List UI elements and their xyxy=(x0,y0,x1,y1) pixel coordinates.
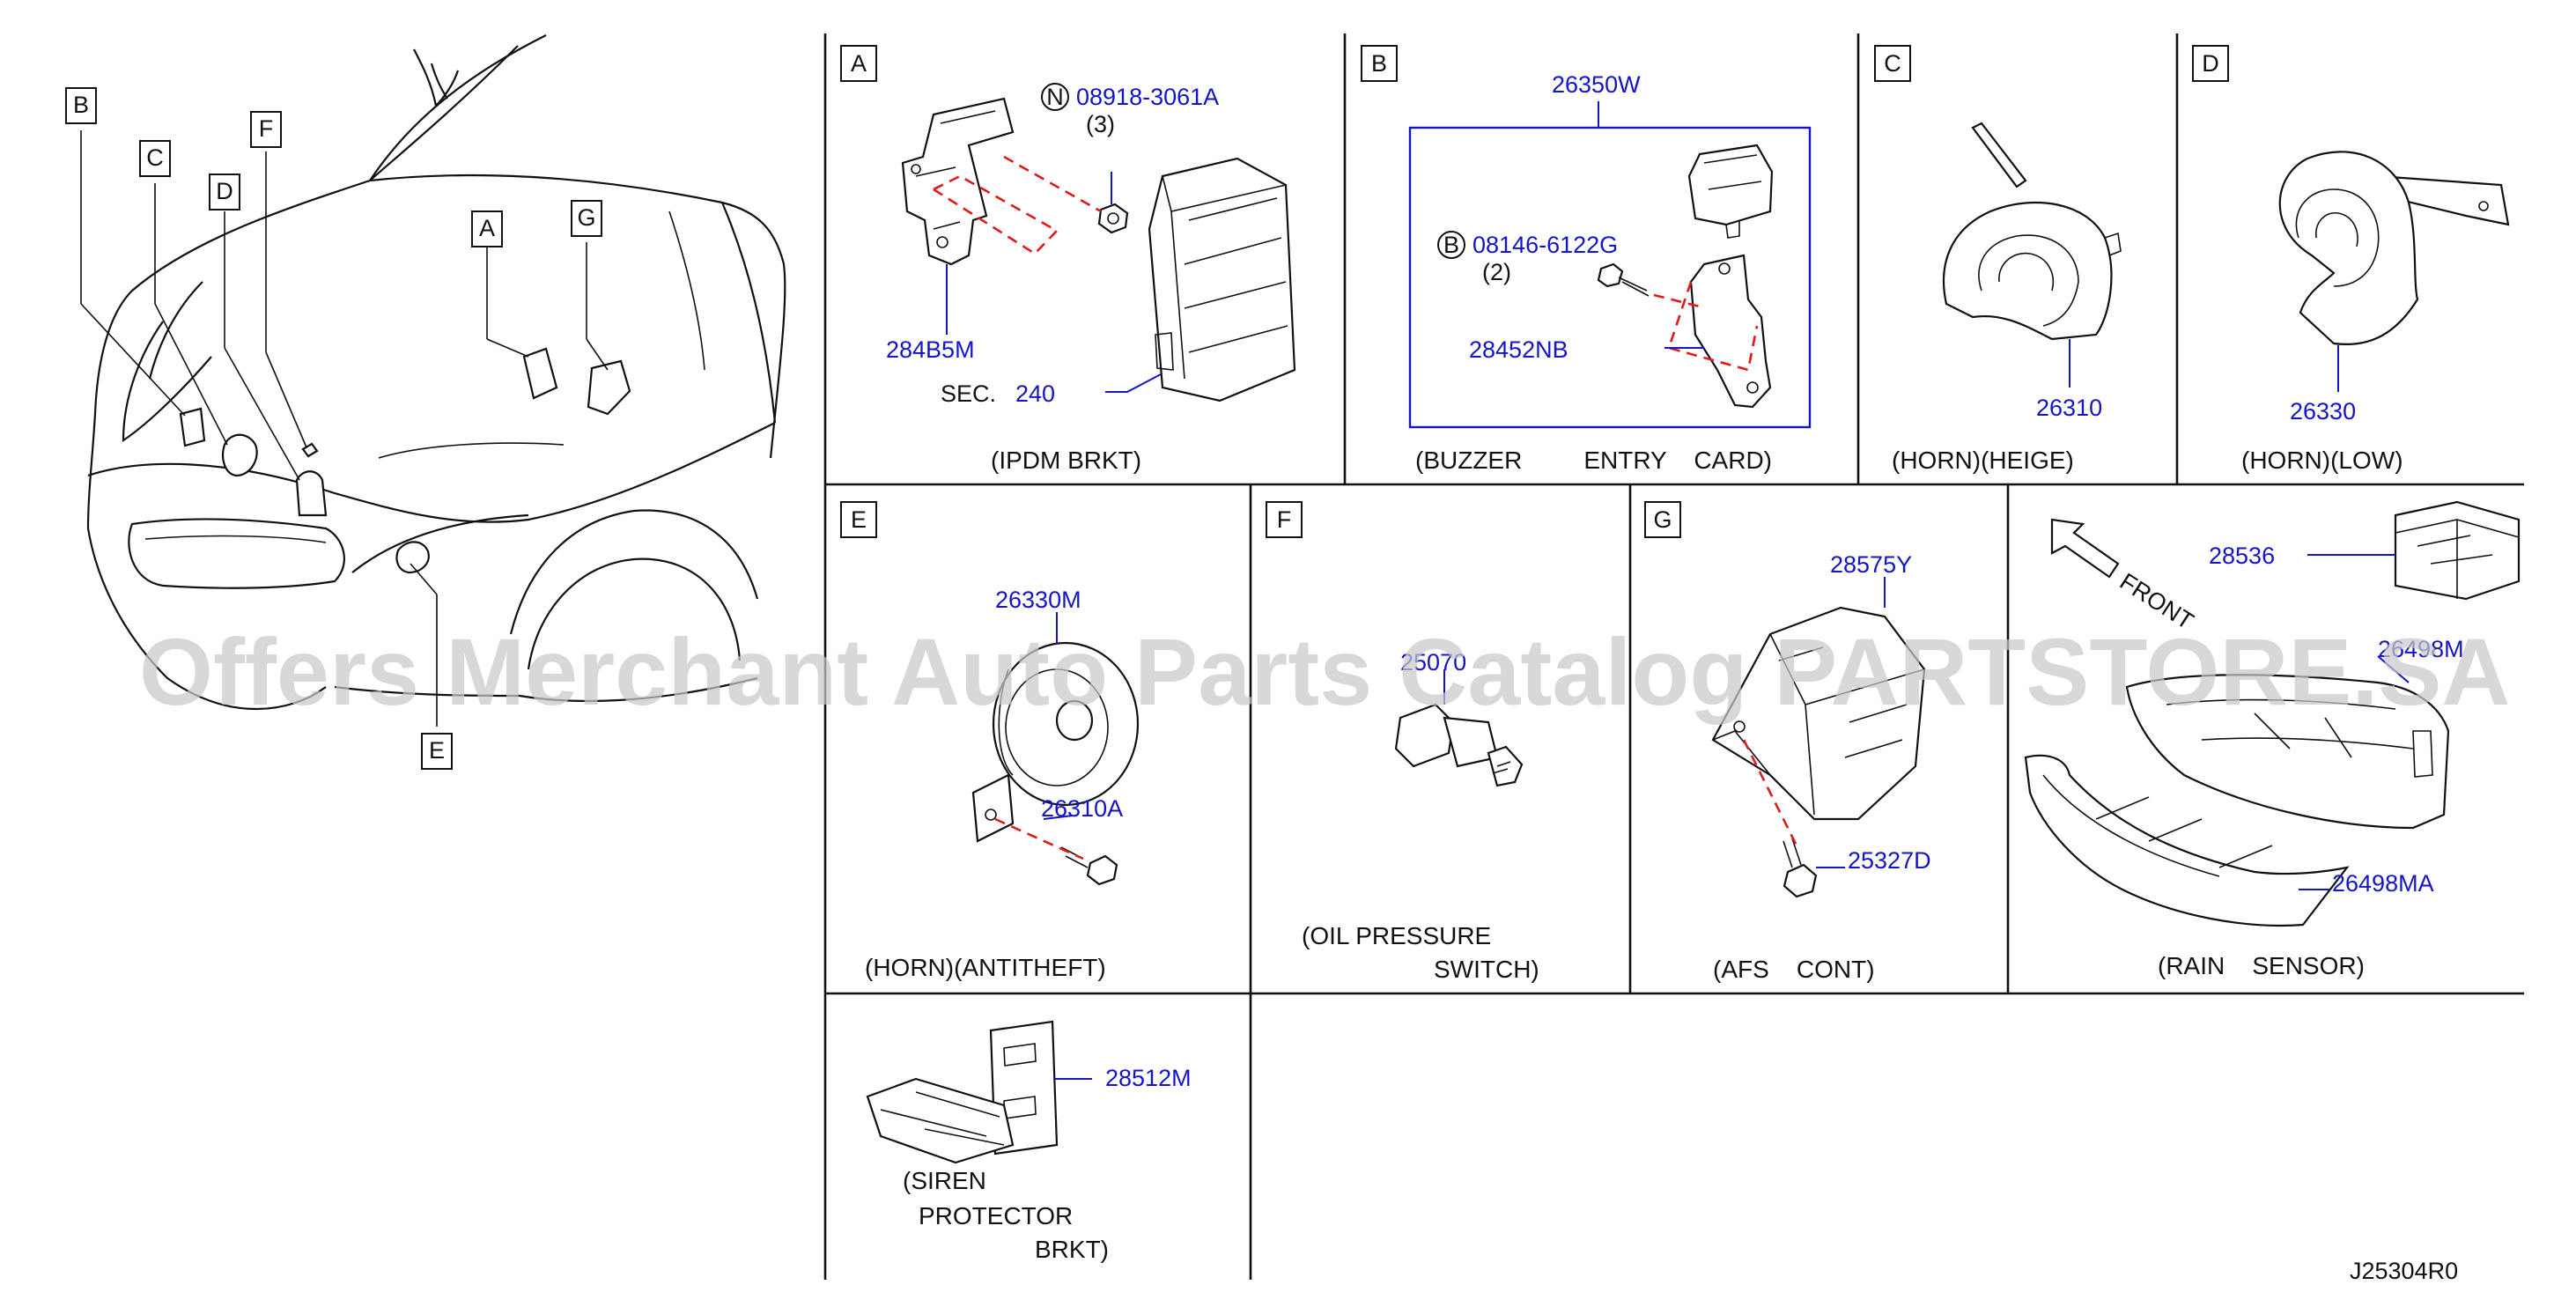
diagram-code: J25304R0 xyxy=(2350,1258,2458,1284)
caption-e: (HORN)(ANTITHEFT) xyxy=(865,954,1106,981)
caption-siren-line1: (SIREN xyxy=(903,1167,986,1194)
part-26310a: 26310A xyxy=(1041,795,1123,822)
callout-b-label: B xyxy=(73,92,89,118)
caption-d: (HORN)(LOW) xyxy=(2241,447,2403,474)
part-28452nb: 28452NB xyxy=(1469,336,1568,363)
part-28512m: 28512M xyxy=(1105,1065,1192,1091)
callout-g: G xyxy=(571,200,602,237)
section-e-letter: E xyxy=(851,506,867,533)
section-c: C 26310 (HORN)(HEIGE) xyxy=(1874,45,2122,474)
section-rain-sensor: FRONT 28536 26498MA 26498M (RAIN SENSOR) xyxy=(2024,500,2521,979)
assembly-box-26350w xyxy=(1408,126,1812,429)
section-b-letter: B xyxy=(1371,50,1387,77)
part-sec-240: 240 xyxy=(1015,380,1055,407)
caption-f-line2: SWITCH) xyxy=(1434,956,1539,983)
part-284b5m: 284B5M xyxy=(886,336,975,363)
part-08146-6122g: 08146-6122G xyxy=(1473,232,1618,258)
callout-g-label: G xyxy=(577,204,595,231)
callout-b: B xyxy=(65,87,97,124)
callout-e-label: E xyxy=(429,737,445,764)
part-26330m: 26330M xyxy=(995,587,1081,613)
section-a-letter: A xyxy=(851,50,867,77)
part-28575y: 28575Y xyxy=(1830,551,1912,578)
part-26498m: 26498M xyxy=(2378,636,2464,662)
section-c-letter: C xyxy=(1884,50,1901,77)
section-siren: 28512M (SIREN PROTECTOR BRKT) xyxy=(866,1020,1192,1263)
part-26330: 26330 xyxy=(2290,398,2356,425)
caption-siren-line2: PROTECTOR xyxy=(919,1202,1073,1229)
section-b: B 26350W B 08146-6122G (2) 28452NB (BUZZ… xyxy=(1361,45,1812,474)
callout-c-label: C xyxy=(146,144,164,171)
section-a: A N 08918-3061A (3) 284B5M SEC. 240 (IPD… xyxy=(840,45,1296,474)
part-26498ma: 26498MA xyxy=(2332,870,2434,897)
section-d: D 26330 (HORN)(LOW) xyxy=(2192,45,2510,474)
watermark: Offers Merchant Auto Parts Catalog PARTS… xyxy=(139,618,2510,725)
part-26350w: 26350W xyxy=(1552,71,1641,98)
callout-a-label: A xyxy=(479,215,495,241)
sec-prefix: SEC. xyxy=(941,380,996,407)
callout-f: F xyxy=(250,111,282,148)
symbol-b: B xyxy=(1443,232,1459,258)
callout-d-label: D xyxy=(216,178,233,204)
section-g-letter: G xyxy=(1653,506,1672,533)
section-grid xyxy=(823,33,2524,1280)
callout-c: C xyxy=(139,140,171,177)
vehicle-overview xyxy=(80,34,786,727)
caption-g: (AFS CONT) xyxy=(1713,956,1875,983)
part-28536: 28536 xyxy=(2209,543,2275,569)
part-26310: 26310 xyxy=(2036,395,2102,421)
section-g: G 28575Y 25327D (AFS CONT) xyxy=(1644,501,1931,983)
symbol-n: N xyxy=(1046,84,1064,110)
caption-a: (IPDM BRKT) xyxy=(991,447,1141,474)
callout-a: A xyxy=(471,210,503,247)
section-f: F 25070 (OIL PRESSURE SWITCH) xyxy=(1266,501,1539,983)
caption-rain: (RAIN SENSOR) xyxy=(2158,952,2365,979)
section-e: E 26330M 26310A (HORN)(ANTITHEFT) xyxy=(840,501,1140,981)
section-f-letter: F xyxy=(1277,506,1292,533)
part-08918-3061a: 08918-3061A xyxy=(1076,84,1219,110)
qty-08146-6122g: (2) xyxy=(1482,259,1511,285)
callout-f-label: F xyxy=(259,115,274,142)
caption-c: (HORN)(HEIGE) xyxy=(1892,447,2074,474)
callout-e: E xyxy=(421,733,453,770)
caption-b: (BUZZER ENTRY CARD) xyxy=(1415,447,1772,474)
part-25070: 25070 xyxy=(1400,649,1466,676)
qty-08918-3061a: (3) xyxy=(1086,111,1115,137)
callout-d: D xyxy=(209,174,240,210)
section-d-letter: D xyxy=(2202,50,2219,77)
caption-siren-line3: BRKT) xyxy=(1035,1236,1109,1263)
caption-f-line1: (OIL PRESSURE xyxy=(1302,922,1491,949)
part-25327d: 25327D xyxy=(1848,847,1931,874)
